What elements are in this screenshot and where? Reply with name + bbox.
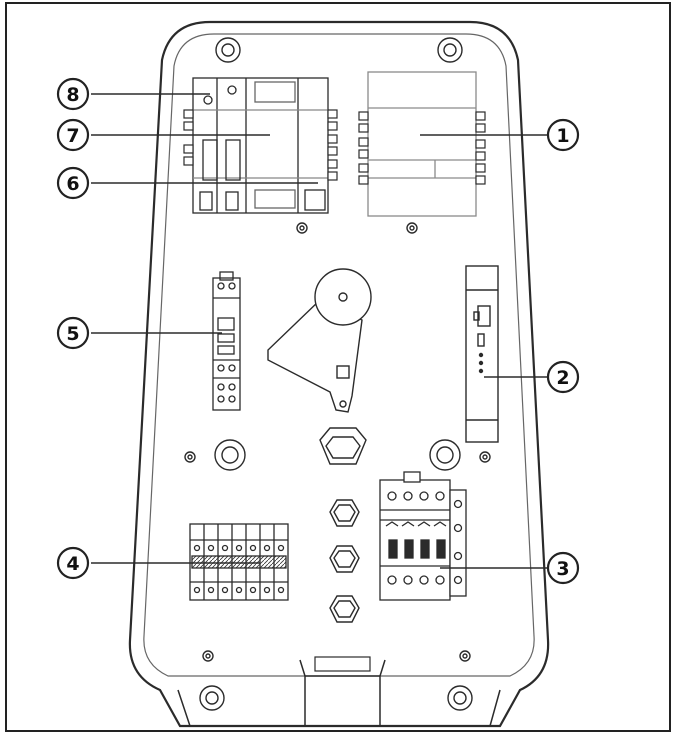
terminal-clips-right [358,111,486,185]
cable-holder-bracket [267,268,372,413]
callout-5: 5 [56,316,90,350]
protection-module-block [192,77,329,214]
svg-text:1: 1 [556,125,569,147]
svg-text:2: 2 [556,367,569,389]
svg-text:3: 3 [556,558,569,580]
callout-4: 4 [56,546,90,580]
cable-glands [319,427,367,623]
terminal-clips-left [183,109,338,181]
contactor [379,471,467,601]
svg-text:6: 6 [66,173,79,195]
power-supply-module [367,71,477,217]
svg-text:7: 7 [66,125,79,147]
svg-text:5: 5 [66,323,79,345]
callout-3: 3 [546,551,580,585]
callout-7: 7 [56,118,90,152]
svg-text:8: 8 [66,84,79,106]
terminal-block [189,523,289,601]
callout-6: 6 [56,166,90,200]
leader-lines [91,93,547,569]
callout-1: 1 [546,118,580,152]
communication-module [465,265,499,443]
outer-frame [5,2,671,732]
enclosure [128,20,550,728]
callout-2: 2 [546,360,580,394]
mounting-holes [184,37,491,711]
relay-module [212,271,241,411]
svg-text:4: 4 [66,553,79,575]
callout-8: 8 [56,77,90,111]
